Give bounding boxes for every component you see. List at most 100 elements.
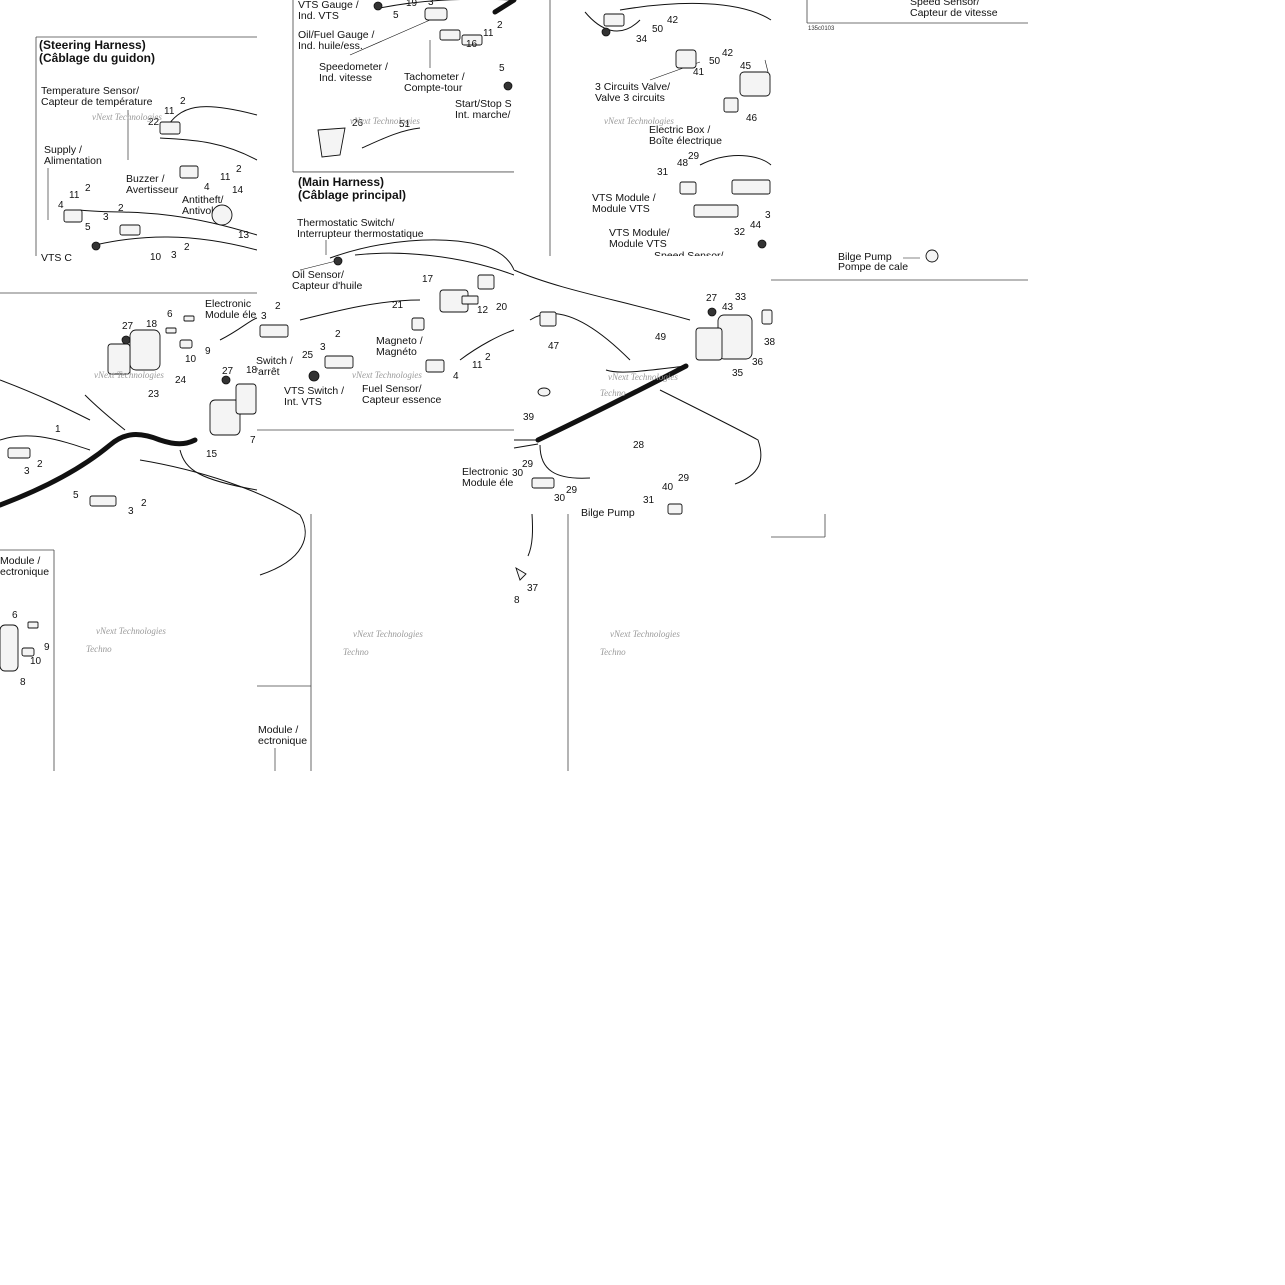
callout-number: 4: [204, 182, 210, 193]
connector-part: [411, 317, 425, 331]
label-tachometer-en: Tachometer /: [404, 71, 465, 83]
connector-part: [461, 34, 483, 46]
label-vts-switch-en: VTS Switch /: [284, 385, 344, 397]
callout-number: 3: [320, 342, 326, 353]
connector-part: [221, 375, 231, 385]
callout-number: 7: [250, 435, 256, 446]
callout-number: 31: [657, 167, 669, 178]
callout-number: 27: [706, 293, 718, 304]
callout-number: 10: [185, 354, 197, 365]
callout-number: 16: [466, 39, 478, 50]
callout-number: 43: [722, 302, 734, 313]
callout-number: 18: [246, 365, 258, 376]
tile-speed-sensor-corner: Speed Sensor/ Capteur de vitesse 135c010…: [771, 0, 1028, 281]
callout-number: 50: [709, 56, 721, 67]
label-module-left-fr: ectronique: [0, 566, 49, 578]
label-module-mid-en: Module /: [258, 724, 298, 736]
connector-part: [183, 315, 195, 322]
connector-part: [531, 477, 555, 489]
callout-number: 2: [180, 96, 186, 107]
callout-number: 26: [352, 118, 364, 129]
callout-number: 6: [167, 309, 173, 320]
steering-callouts: 2 11 22 4 11 2 11 2 14 4 3 2 5 13 2 10 3: [58, 96, 250, 263]
steering-header-en: (Steering Harness): [39, 38, 146, 52]
callout-number: 3: [103, 212, 109, 223]
callout-number: 2: [85, 183, 91, 194]
callout-number: 2: [184, 242, 190, 253]
callout-number: 39: [523, 412, 535, 423]
callout-number: 8: [20, 677, 26, 688]
label-electronic-left-en: Electronic: [205, 298, 251, 310]
callout-number: 5: [393, 10, 399, 21]
vts-callouts: 42 50 34 42 50 41 45 46 48 29 31 3 32 44: [636, 15, 771, 238]
connector-part: [515, 566, 527, 581]
callout-number: 31: [643, 495, 655, 506]
label-vts-gauge-fr: Ind. VTS: [298, 10, 339, 22]
callout-number: 3: [765, 210, 771, 221]
label-speedometer-fr: Ind. vitesse: [319, 72, 372, 84]
callout-number: 1: [55, 424, 61, 435]
callout-number: 3: [24, 466, 30, 477]
label-vts-module-1-fr: Module VTS: [592, 203, 650, 215]
connector-part: [757, 239, 767, 249]
connector-part: [89, 495, 117, 507]
bottom-callouts: 6 9 10 8 37 8: [12, 583, 539, 688]
label-oil-sensor-en: Oil Sensor/: [292, 269, 344, 281]
label-vts-switch-fr: Int. VTS: [284, 396, 322, 408]
tile-bottom-row: Module / ectronique Module / ectronique …: [0, 513, 826, 771]
callout-number: 44: [750, 220, 762, 231]
callout-number: 4: [58, 200, 64, 211]
callout-number: 29: [566, 485, 578, 496]
connector-part: [63, 209, 83, 223]
connector-part: [424, 7, 448, 21]
callout-number: 3: [171, 250, 177, 261]
label-supply-en: Supply /: [44, 144, 82, 156]
label-electronic-right-fr: Module éle: [462, 477, 514, 489]
callout-number: 46: [746, 113, 758, 124]
callout-number: 10: [150, 252, 162, 263]
label-bilge-top-fr: Pompe de cale: [838, 261, 908, 273]
callout-number: 11: [472, 360, 483, 371]
callout-number: 3: [428, 0, 434, 8]
label-electronic-left-fr: Module éle: [205, 309, 257, 321]
callout-number: 29: [678, 473, 690, 484]
label-temperature-fr: Capteur de température: [41, 96, 153, 108]
main-header-fr: (Câblage principal): [298, 188, 406, 202]
connector-part: [675, 49, 697, 69]
connector-part: [91, 241, 101, 251]
callout-number: 10: [30, 656, 42, 667]
callout-number: 34: [636, 34, 648, 45]
steering-header-fr: (Câblage du guidon): [39, 51, 155, 65]
watermark: Techno: [600, 647, 626, 657]
label-module-left-en: Module /: [0, 555, 40, 567]
callout-number: 5: [85, 222, 91, 233]
callout-number: 45: [740, 61, 752, 72]
label-tachometer-fr: Compte-tour: [404, 82, 463, 94]
connector-part: [679, 181, 697, 195]
figure-code: 135c0103: [808, 26, 835, 32]
label-antitheft-fr: Antivol: [182, 205, 214, 217]
electronic-module-part: [0, 624, 19, 672]
callout-number: 9: [205, 346, 211, 357]
tile-steering-harness: (Steering Harness) (Câblage du guidon) T…: [35, 36, 258, 264]
callout-number: 2: [236, 164, 242, 175]
connector-part: [707, 307, 717, 317]
callout-number: 42: [667, 15, 679, 26]
electronic-module-part: [129, 329, 161, 371]
callout-number: 49: [655, 332, 667, 343]
callout-number: 17: [422, 274, 434, 285]
callout-number: 27: [222, 366, 234, 377]
start-stop-switch-part: [317, 127, 346, 158]
connector-part: [7, 447, 31, 459]
label-oil-fuel-gauge-fr: Ind. huile/ess.: [298, 40, 363, 52]
callout-number: 11: [220, 172, 231, 183]
watermark: vNext Technologies: [353, 629, 423, 639]
callout-number: 38: [764, 337, 776, 348]
connector-part: [333, 256, 343, 266]
ring-terminal: [537, 387, 551, 397]
label-valve3-en: 3 Circuits Valve/: [595, 81, 670, 93]
callout-number: 11: [483, 28, 494, 39]
tile-electronic-module-left: Electronic Module éle 2 3 6 18 9 10 27 2…: [0, 292, 306, 576]
electronic-module-part: [235, 383, 257, 415]
label-speed-sensor-top-fr: Capteur de vitesse: [910, 7, 998, 19]
